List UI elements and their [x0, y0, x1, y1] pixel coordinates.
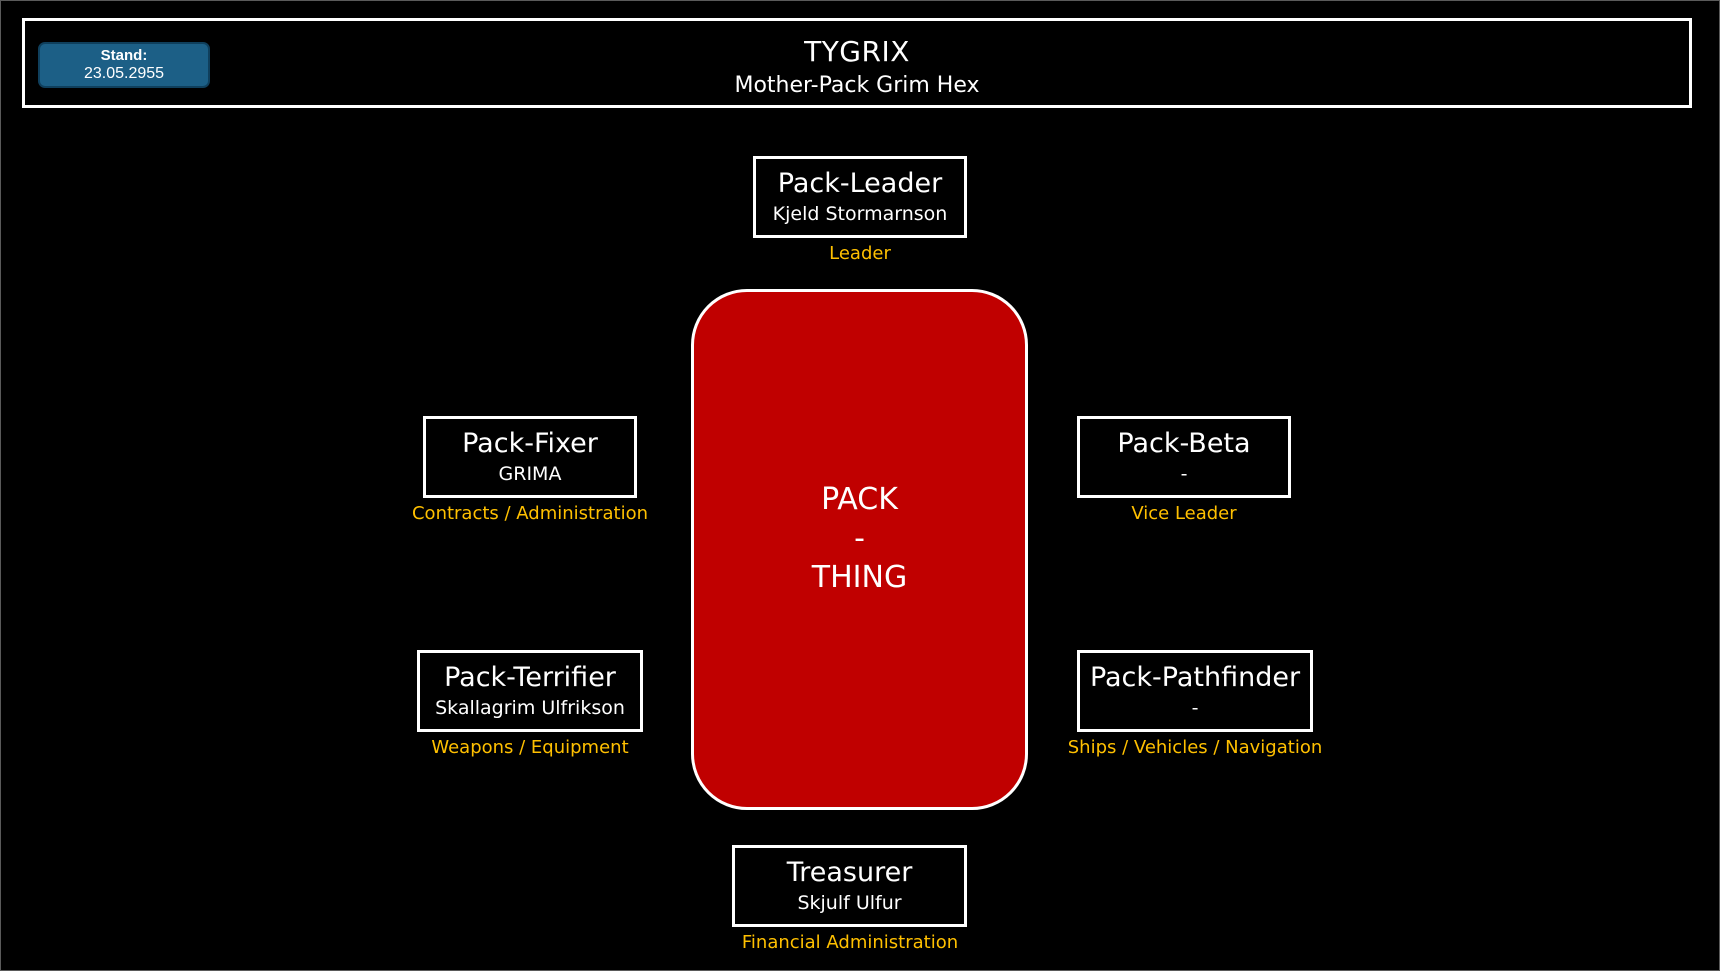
role-person: GRIMA [498, 463, 562, 485]
stand-label: Stand: [100, 47, 148, 64]
role-caption-pack-beta: Vice Leader [1131, 503, 1237, 524]
role-caption-pack-fixer: Contracts / Administration [411, 503, 649, 524]
role-box-pack-fixer: Pack-Fixer GRIMA [423, 416, 637, 498]
role-box-pack-terrifier: Pack-Terrifier Skallagrim Ulfrikson [417, 650, 643, 732]
page-title: TYGRIX [804, 35, 910, 68]
role-person: - [1180, 463, 1188, 485]
role-box-pack-pathfinder: Pack-Pathfinder - [1077, 650, 1313, 732]
role-title: Pack-Beta [1117, 428, 1251, 459]
role-title: Pack-Pathfinder [1089, 662, 1301, 693]
center-line-3: THING [811, 560, 908, 595]
role-box-pack-beta: Pack-Beta - [1077, 416, 1291, 498]
center-line-2: - [854, 521, 865, 556]
role-person: - [1191, 697, 1199, 719]
stand-date-badge: Stand: 23.05.2955 [38, 42, 210, 88]
stand-date: 23.05.2955 [83, 65, 165, 82]
role-title: Pack-Fixer [462, 428, 598, 459]
role-box-pack-leader: Pack-Leader Kjeld Stormarnson [753, 156, 967, 238]
role-title: Treasurer [786, 857, 913, 888]
role-caption-pack-pathfinder: Ships / Vehicles / Navigation [1067, 737, 1323, 758]
center-line-1: PACK [821, 482, 898, 517]
role-box-treasurer: Treasurer Skjulf Ulfur [732, 845, 967, 927]
pack-thing-block: PACK - THING [691, 289, 1028, 810]
role-caption-pack-terrifier: Weapons / Equipment [431, 737, 629, 758]
page-subtitle: Mother-Pack Grim Hex [734, 73, 980, 98]
role-person: Skallagrim Ulfrikson [435, 697, 625, 719]
role-title: Pack-Leader [777, 168, 943, 199]
role-caption-pack-leader: Leader [829, 243, 891, 264]
header-banner: TYGRIX Mother-Pack Grim Hex [22, 18, 1692, 108]
role-title: Pack-Terrifier [444, 662, 616, 693]
role-person: Kjeld Stormarnson [772, 203, 948, 225]
role-person: Skjulf Ulfur [797, 892, 902, 914]
role-caption-treasurer: Financial Administration [741, 932, 959, 953]
